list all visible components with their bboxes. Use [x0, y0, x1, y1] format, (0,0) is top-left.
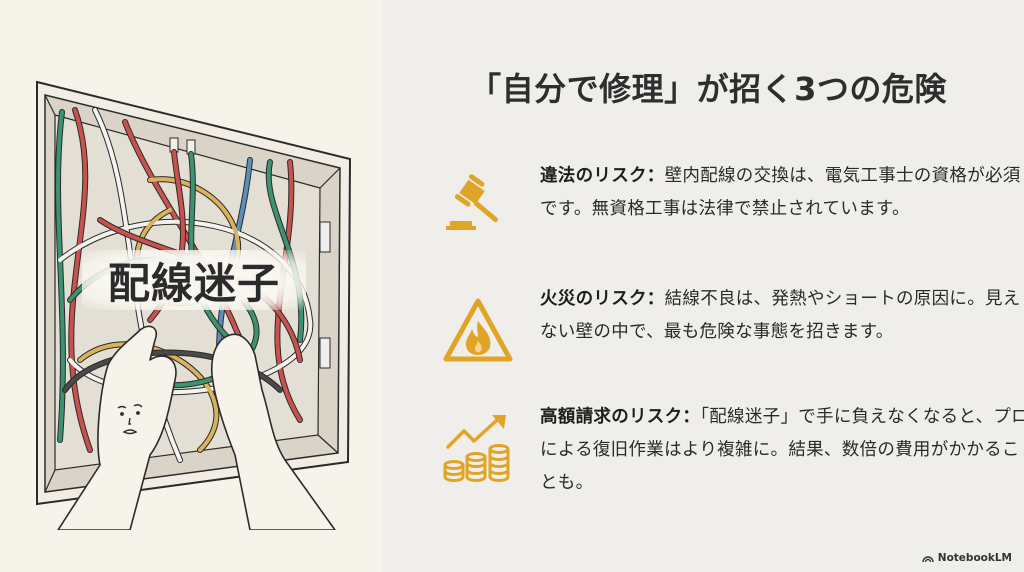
risk-text: 火災のリスク：結線不良は、発熱やショートの原因に。見えない壁の中で、最も危険な事… [540, 283, 1024, 349]
risk-body: 結線不良は、発熱やショートの原因に。見えない壁の中で、最も危険な事態を招きます。 [540, 289, 1021, 342]
gavel-icon [440, 170, 516, 246]
risk-body: 「配線迷子」で手に負えなくなると、プロによる復旧作業はより複雑に。結果、数倍の費… [540, 407, 1024, 493]
risk-heading: 違法のリスク： [540, 166, 665, 186]
notebooklm-brand: NotebookLM [922, 552, 1012, 564]
risk-body: 壁内配線の交換は、電気工事士の資格が必須です。無資格工事は法律で禁止されています… [540, 166, 1021, 219]
risk-text: 高額請求のリスク：「配線迷子」で手に負えなくなると、プロによる復旧作業はより複雑… [540, 401, 1024, 500]
risk-heading: 高額請求のリスク： [540, 407, 701, 427]
illustration-panel: 配線迷子 [0, 0, 382, 572]
risk-text: 違法のリスク：壁内配線の交換は、電気工事士の資格が必須です。無資格工事は法律で禁… [540, 160, 1024, 226]
rising-cost-coins-icon [440, 411, 516, 487]
risk-heading: 火災のリスク： [540, 289, 665, 309]
wiring-maze-label: 配線迷子 [82, 250, 306, 310]
fire-warning-icon [440, 293, 516, 369]
notebooklm-logo-icon [922, 556, 934, 563]
brand-label: NotebookLM [937, 552, 1012, 564]
page-title: 「自分で修理」が招く3つの危険 [469, 70, 947, 108]
